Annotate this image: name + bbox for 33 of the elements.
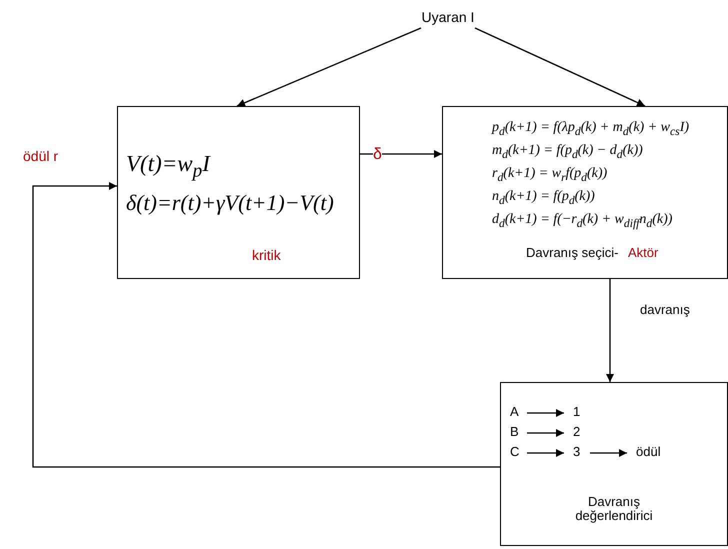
actor-equation: d$_{d}$(k+1) = f(−r$_{d}$(k) + w$_{diff}$n$_{d}$(k)) [492, 212, 672, 231]
item-text: A [510, 405, 519, 420]
arrow [360, 150, 442, 158]
actor-equation: p$_{d}$(k+1) = f(λp$_{d}$(k) + m$_{d}$(k) + w$_{cs}$I) [492, 120, 690, 139]
arrow [527, 429, 564, 437]
critic-box [117, 106, 360, 279]
actor-equation: n$_{d}$(k+1) = f(p$_{d}$(k)) [492, 189, 595, 208]
arrow [236, 27, 422, 107]
actor-title: Davranış seçici- [526, 246, 618, 260]
item-text: B [510, 425, 519, 440]
value-equation: V(t)=w$_{p}$I [126, 151, 210, 182]
actor-box [442, 106, 728, 279]
item-text: ödül [636, 445, 661, 460]
item-text: 1 [573, 405, 580, 420]
arrow [606, 279, 614, 382]
edge-label: davranış [640, 303, 690, 318]
item-text: 2 [573, 425, 580, 440]
critic-label: kritik [252, 248, 281, 264]
stimulus-text: Uyaran I [420, 10, 476, 26]
td-error-equation: δ(t)=r(t)+γV(t+1)−V(t) [126, 191, 334, 216]
arrow [527, 409, 564, 417]
item-text: C [510, 445, 520, 460]
evaluator-box [500, 382, 728, 546]
evaluator-title: Davranış değerlendirici [574, 495, 654, 524]
actor-equation: r$_{d}$(k+1) = w$_{r}$f(p$_{d}$(k)) [492, 166, 608, 185]
item-text: 3 [573, 445, 580, 460]
arrow [527, 449, 564, 457]
arrow [474, 27, 646, 107]
arrow [32, 182, 500, 468]
reward-label: ödül r [23, 149, 58, 164]
arrow [590, 449, 627, 457]
actor-equation: m$_{d}$(k+1) = f(p$_{d}$(k) − d$_{d}$(k)) [492, 143, 643, 162]
actor-label: Aktör [628, 246, 658, 260]
